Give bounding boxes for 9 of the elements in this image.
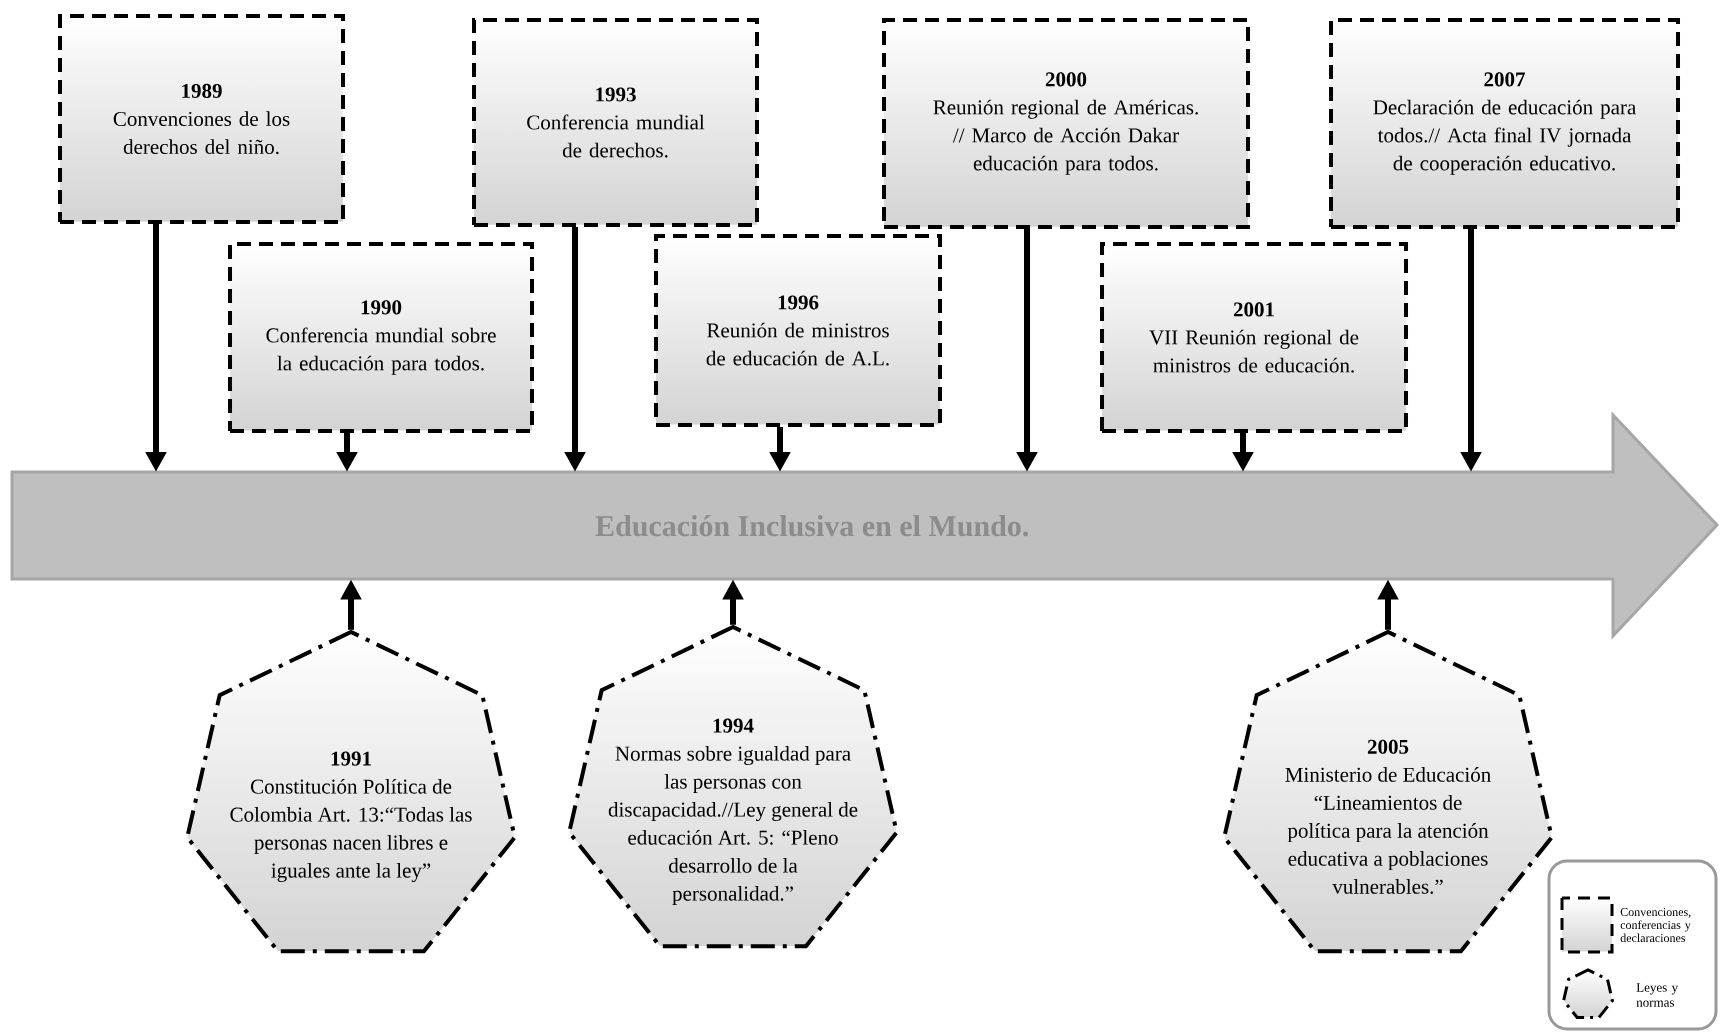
event-box: 1990 Conferencia mundial sobre la educación para todos. bbox=[228, 242, 534, 433]
event-box: 2007 Declaración de educación para todos.// Acta final IV jornada de cooperación educativo. bbox=[1329, 18, 1680, 229]
event-box: 1989 Convenciones de los derechos del niño. bbox=[58, 14, 345, 224]
legend-text: Leyes y normas bbox=[1636, 983, 1679, 1007]
legend-text: Convenciones, conferencias y declaraciones bbox=[1620, 907, 1691, 942]
event-box: 1996 Reunión de ministros de educación de A.L. bbox=[654, 234, 942, 427]
event-box: 1993 Conferencia mundial de derechos. bbox=[472, 18, 759, 227]
event-box: 2000 Reunión regional de Américas. // Marco de Acción Dakar educación para todos. bbox=[882, 18, 1250, 229]
event-box: 2001 VII Reunión regional de ministros de educación. bbox=[1100, 242, 1408, 433]
